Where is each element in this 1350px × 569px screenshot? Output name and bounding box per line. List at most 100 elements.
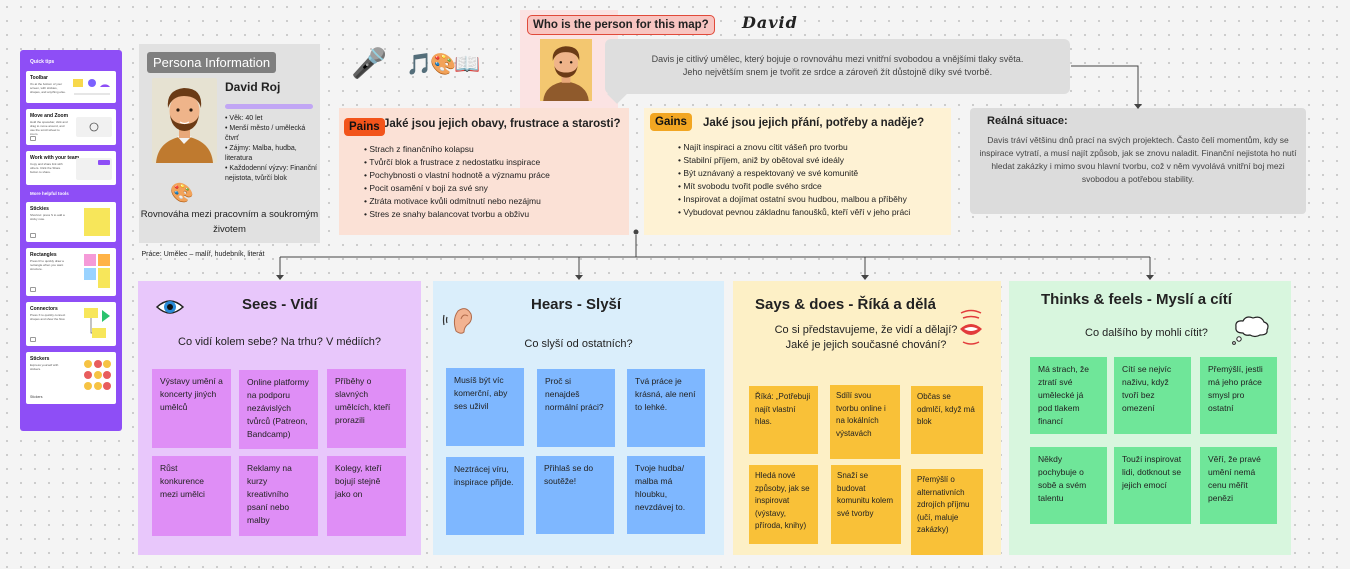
sees-note[interactable]: Reklamy na kurzy kreativního psaní nebo … bbox=[239, 456, 318, 536]
says-note[interactable]: Sdílí svou tvorbu online i na lokálních … bbox=[830, 385, 900, 459]
ear-icon bbox=[442, 308, 472, 334]
persona-photo bbox=[152, 78, 217, 163]
says-title: Says & does - Říká a dělá bbox=[755, 296, 936, 313]
pains-badge: Pains bbox=[344, 118, 385, 136]
tool-card-connectors[interactable]: Connectors Press X to quickly connect sh… bbox=[26, 302, 116, 346]
pains-item: Stres ze snahy balancovat tvorbu a obživ… bbox=[364, 208, 550, 221]
gains-item: Vybudovat pevnou základnu fanoušků, kteř… bbox=[678, 206, 910, 219]
tip-card-title: Work with your team bbox=[30, 155, 80, 161]
thinks-note[interactable]: Cítí se nejvíc naživu, když tvoří bez om… bbox=[1114, 357, 1191, 434]
tool-card-title: Rectangles bbox=[30, 252, 57, 258]
sees-quadrant: Sees - Vidí Co vidí kolem sebe? Na trhu?… bbox=[138, 281, 421, 555]
tip-card-move-zoom[interactable]: Move and Zoom Hold the spacebar, click a… bbox=[26, 109, 116, 145]
tip-card-text: It's at the bottom of your screen, with … bbox=[30, 82, 66, 94]
tip-button[interactable] bbox=[30, 136, 36, 141]
tool-card-text: Press X to quickly connect shapes and sh… bbox=[30, 313, 66, 321]
hears-note[interactable]: Neztrácej víru, inspirace přijde. bbox=[446, 457, 524, 535]
quick-tips-title: Quick tips bbox=[30, 59, 55, 65]
hears-quadrant: Hears - Slyší Co slyší od ostatních? Mus… bbox=[433, 281, 724, 555]
hears-note[interactable]: Přihlaš se do soutěže! bbox=[536, 456, 614, 534]
thinks-title: Thinks & feels - Myslí a cítí bbox=[1041, 291, 1232, 308]
says-question: Co si představujeme, že vidí a dělají? J… bbox=[774, 324, 958, 351]
hears-note[interactable]: Proč si nenajdeš normální práci? bbox=[537, 369, 615, 447]
stickers-icon bbox=[84, 360, 111, 390]
tip-card-toolbar[interactable]: Toolbar It's at the bottom of your scree… bbox=[26, 71, 116, 103]
who-photo bbox=[540, 39, 592, 101]
sees-title: Sees - Vidí bbox=[242, 296, 318, 313]
persona-tag: Persona Information bbox=[147, 52, 277, 73]
thinks-note[interactable]: Věří, že pravé umění nemá cenu měřit pen… bbox=[1200, 447, 1277, 524]
rectangles-icon bbox=[84, 254, 110, 288]
tool-card-rectangles[interactable]: Rectangles Press R to quickly draw a rec… bbox=[26, 248, 116, 296]
sees-note[interactable]: Kolegy, kteří bojují stejně jako on bbox=[327, 456, 406, 536]
hobbies-icon: 🎵🎨📖 bbox=[406, 52, 480, 76]
thinks-note[interactable]: Touží inspirovat lidi, dotknout se jejic… bbox=[1114, 447, 1191, 524]
sticky-note-icon bbox=[84, 208, 110, 236]
who-bubble-line: Davis je citlivý umělec, který bojuje o … bbox=[651, 54, 1024, 64]
tool-button[interactable] bbox=[30, 233, 36, 238]
sees-note[interactable]: Výstavy umění a koncerty jiných umělců bbox=[152, 369, 231, 448]
hears-question: Co slyší od ostatních? bbox=[524, 338, 633, 350]
says-note[interactable]: Snaží se budovat komunitu kolem své tvor… bbox=[831, 465, 901, 544]
pains-item: Tvůrčí blok a frustrace z nedostatku ins… bbox=[364, 156, 550, 169]
persona-name-underline bbox=[225, 104, 313, 109]
reality-text: Davis tráví většinu dnů prací na svých p… bbox=[979, 135, 1297, 184]
pains-item: Pochybnosti o vlastní hodnotě a významu … bbox=[364, 169, 550, 182]
quick-tips-panel: Quick tips Toolbar It's at the bottom of… bbox=[20, 50, 122, 431]
tool-button[interactable] bbox=[30, 337, 36, 342]
more-tools-title: More helpful tools bbox=[30, 191, 69, 196]
thinks-note[interactable]: Někdy pochybuje o sobě a svém talentu bbox=[1030, 447, 1107, 524]
says-quadrant: Says & does - Říká a dělá Co si představ… bbox=[733, 281, 1001, 555]
stickers-link[interactable]: Stickers bbox=[30, 395, 43, 399]
says-note[interactable]: Přemýšlí o alternativních zdrojích příjm… bbox=[911, 469, 983, 555]
microphone-icon: 🎤 bbox=[351, 46, 388, 80]
sees-question: Co vidí kolem sebe? Na trhu? V médiích? bbox=[178, 336, 381, 348]
tool-card-stickers[interactable]: Stickers Express yourself with stickers.… bbox=[26, 352, 116, 404]
who-bubble-line: Jeho největším snem je tvořit ze srdce a… bbox=[682, 67, 993, 77]
gains-item: Mít svobodu tvořit podle svého srdce bbox=[678, 180, 910, 193]
sees-note[interactable]: Online platformy na podporu nezávislých … bbox=[239, 370, 318, 449]
tool-card-text: Press R to quickly draw a rectangle when… bbox=[30, 259, 64, 271]
pains-item: Strach z finančního kolapsu bbox=[364, 143, 550, 156]
gains-item: Být uznávaný a respektovaný ve své komun… bbox=[678, 167, 910, 180]
tool-card-stickies[interactable]: Stickies Shortcut: press S to add a stic… bbox=[26, 202, 116, 242]
tool-card-text: Shortcut: press S to add a sticky note. bbox=[30, 213, 65, 221]
connector-icon bbox=[84, 308, 110, 338]
arrow-head bbox=[276, 275, 284, 280]
reality-card: Reálná situace: Davis tráví většinu dnů … bbox=[970, 108, 1306, 214]
says-note[interactable]: Hledá nové způsoby, jak se inspirovat (v… bbox=[749, 465, 818, 544]
tip-card-team[interactable]: Work with your team Copy and share link … bbox=[26, 151, 116, 185]
sees-note[interactable]: Růst konkurence mezi umělci bbox=[152, 456, 231, 536]
persona-detail: Menší město / umělecká čtvrť bbox=[225, 124, 319, 144]
toolbar-illustration-icon bbox=[73, 79, 110, 95]
gains-item: Inspirovat a dojímat ostatní svou hudbou… bbox=[678, 193, 910, 206]
says-note[interactable]: Občas se odmlčí, když má blok bbox=[911, 386, 983, 454]
thought-bubble-icon bbox=[1232, 316, 1269, 345]
arrow-head bbox=[1146, 275, 1154, 280]
who-speech-bubble: Davis je citlivý umělec, který bojuje o … bbox=[605, 39, 1070, 94]
thinks-quadrant: Thinks & feels - Myslí a cítí Co dalšího… bbox=[1009, 281, 1291, 555]
persona-detail: Každodenní výzvy: Finanční nejistota, tv… bbox=[225, 164, 319, 184]
pains-list: Strach z finančního kolapsu Tvůrčí blok … bbox=[364, 143, 550, 221]
thinks-note[interactable]: Má strach, že ztratí své umělecké já pod… bbox=[1030, 357, 1107, 434]
reality-title: Reálná situace: bbox=[987, 115, 1068, 127]
persona-balance: Rovnováha mezi pracovním a soukromým živ… bbox=[140, 209, 319, 235]
sees-note[interactable]: Příběhy o slavných umělcích, kteří prora… bbox=[327, 369, 406, 448]
says-note[interactable]: Říká: „Potřebuji najít vlastní hlas. bbox=[749, 386, 818, 454]
persona-name: David Roj bbox=[225, 80, 281, 94]
hears-title: Hears - Slyší bbox=[531, 296, 622, 313]
thinks-note[interactable]: Přemýšlí, jestli má jeho práce smysl pro… bbox=[1200, 357, 1277, 434]
tool-card-title: Stickies bbox=[30, 206, 49, 212]
hears-note[interactable]: Musíš být víc komerční, aby ses uživil bbox=[446, 368, 524, 446]
gains-badge: Gains bbox=[650, 113, 692, 131]
hears-note[interactable]: Tvoje hudba/ malba má hloubku, nevzdávej… bbox=[627, 456, 705, 534]
tool-button[interactable] bbox=[30, 287, 36, 292]
mouth-speaking-icon bbox=[960, 309, 982, 345]
connector-who-reality bbox=[1071, 65, 1139, 105]
thinks-question: Co dalšího by mohli cítit? bbox=[1085, 327, 1208, 339]
hears-note[interactable]: Tvá práce je krásná, ale není to lehké. bbox=[627, 369, 705, 447]
persona-job: Práce: Umělec – malíř, hudebník, literát bbox=[141, 251, 265, 258]
who-name: David bbox=[742, 13, 798, 32]
connector-origin-dot bbox=[633, 229, 639, 235]
tool-card-title: Stickers bbox=[30, 356, 50, 362]
